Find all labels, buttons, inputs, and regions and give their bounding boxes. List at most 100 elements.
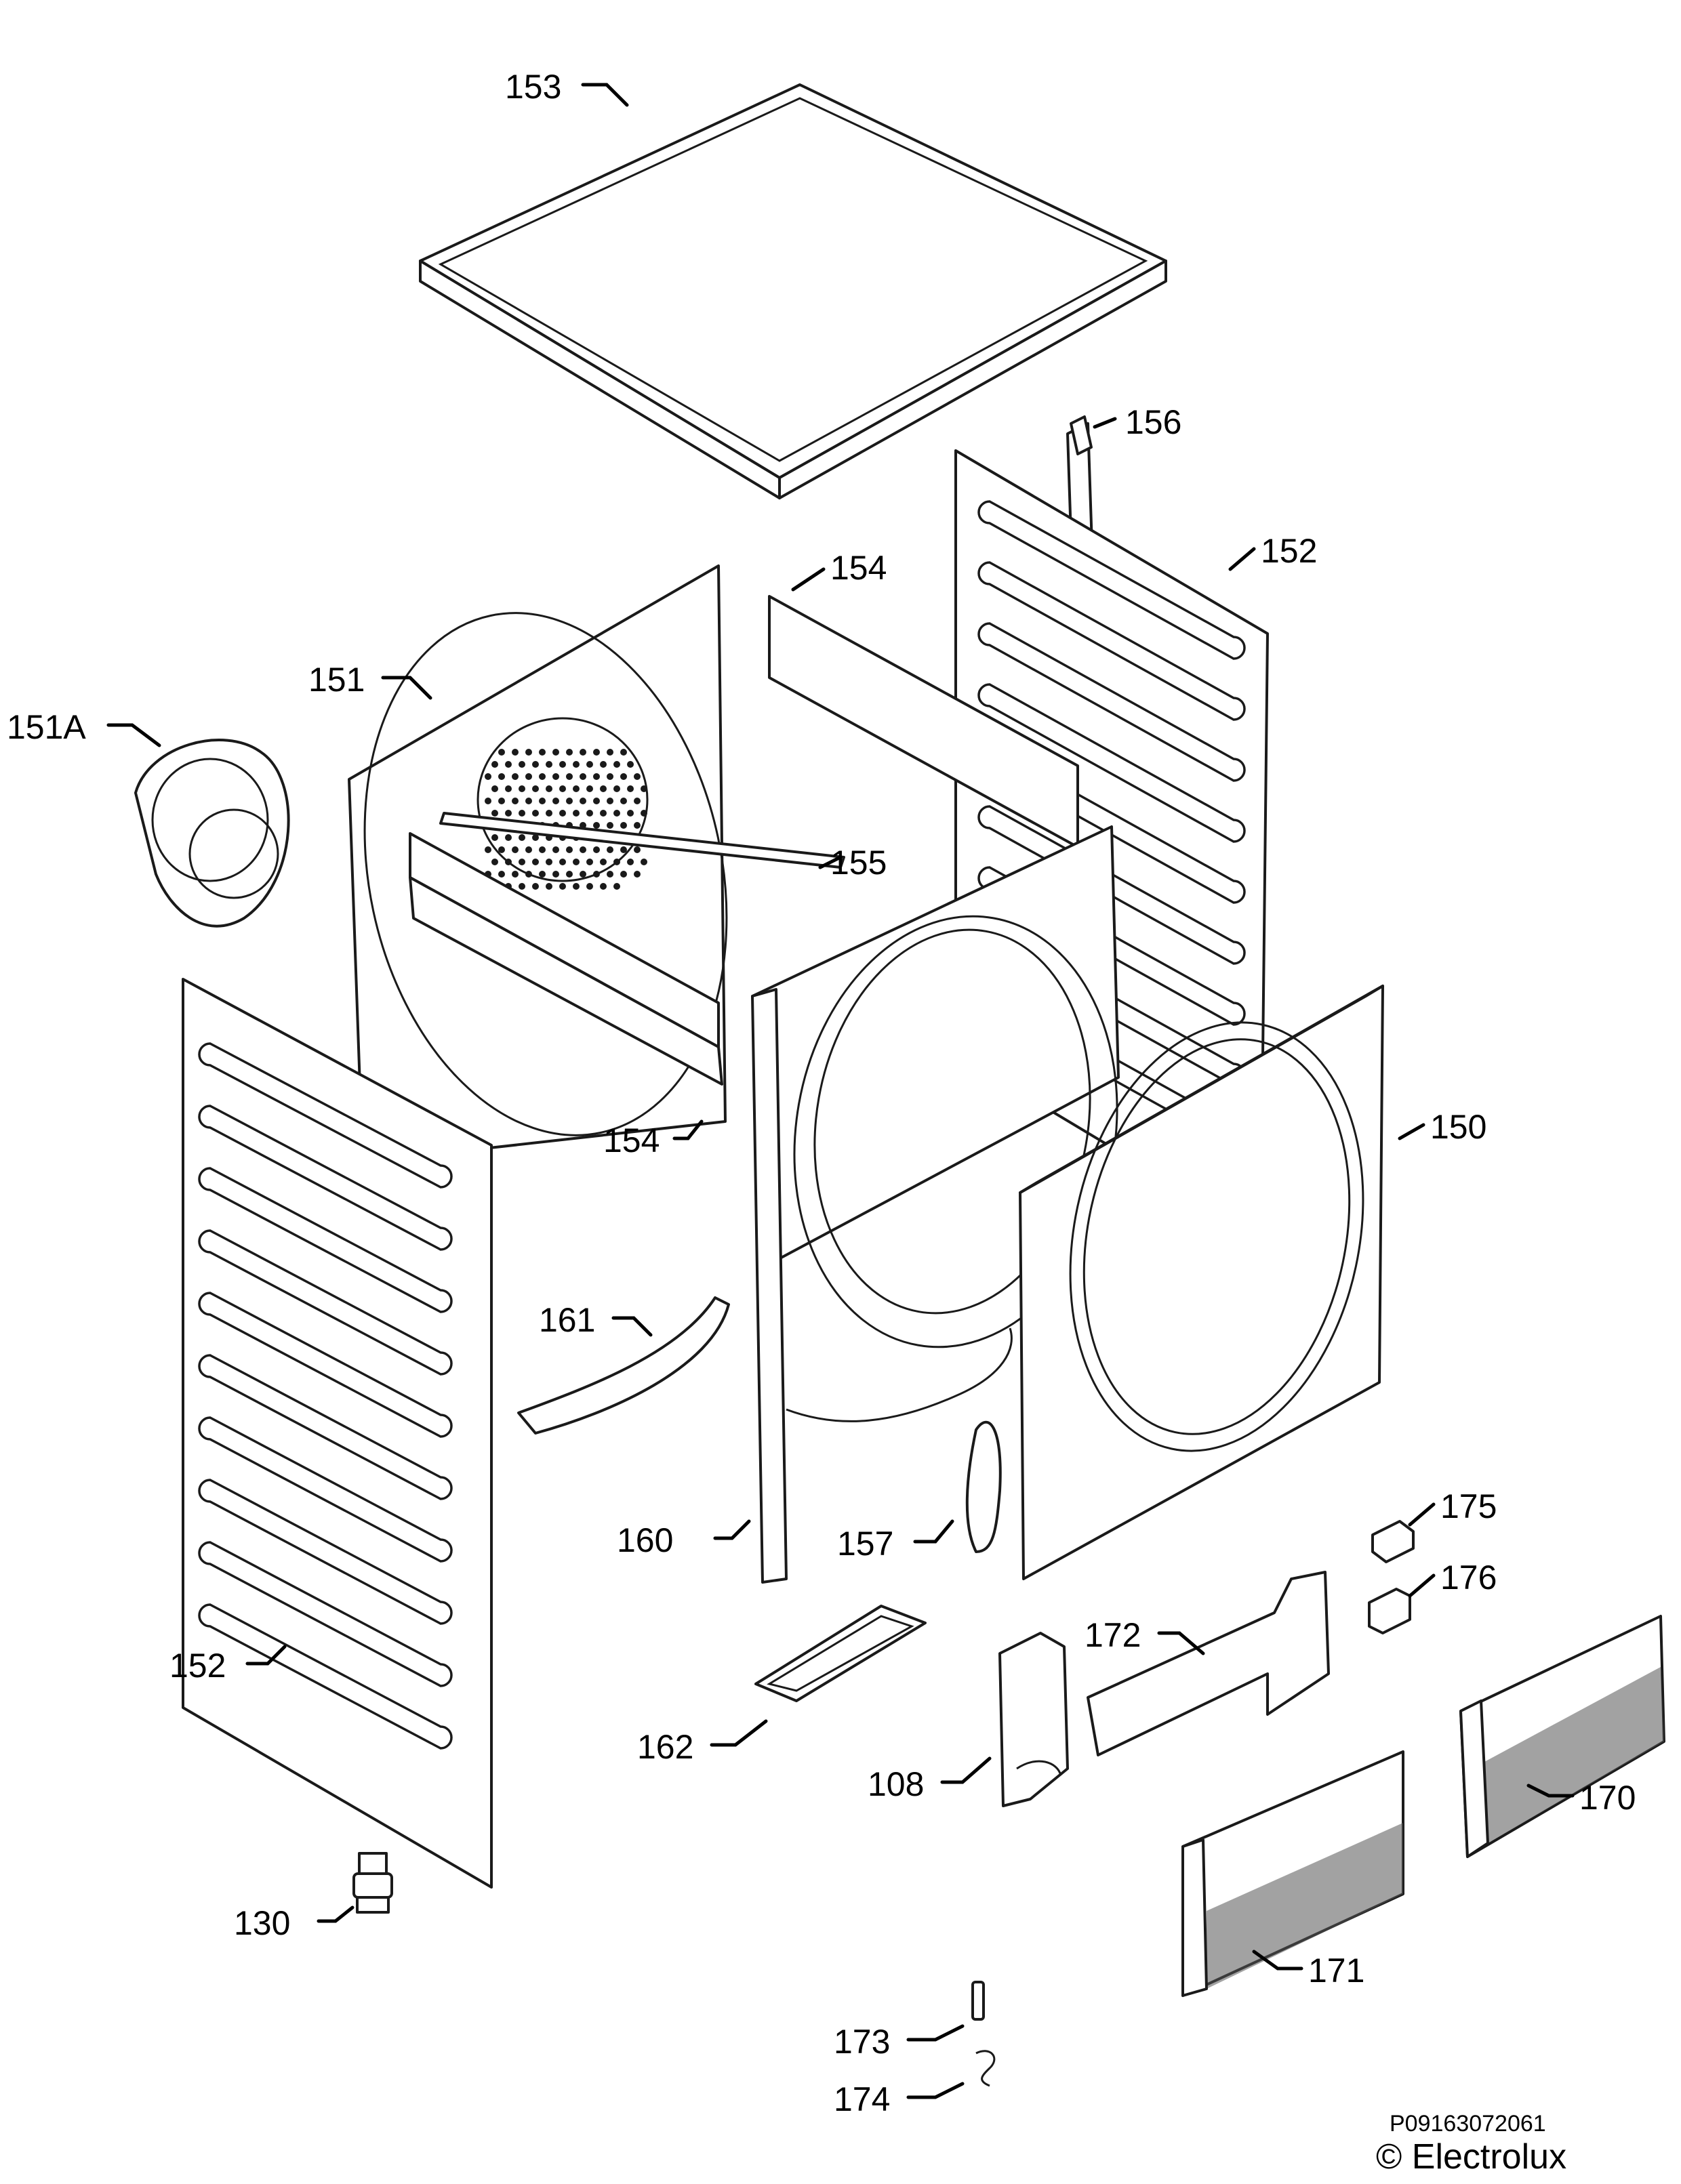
perforation-hole <box>539 846 546 853</box>
perforation-hole <box>600 883 607 890</box>
perforation-hole <box>552 749 559 756</box>
label-150: 150 <box>1430 1108 1486 1146</box>
perforation-hole <box>641 810 647 817</box>
perforation-hole <box>505 761 512 768</box>
perforation-hole <box>491 834 498 841</box>
perforation-hole <box>552 846 559 853</box>
perforation-hole <box>586 810 593 817</box>
perforation-hole <box>532 761 539 768</box>
perforation-hole <box>559 785 566 792</box>
perforation-hole <box>559 810 566 817</box>
part-174-spring <box>975 2050 996 2087</box>
perforation-hole <box>552 798 559 804</box>
label-161: 161 <box>539 1301 595 1339</box>
label-154-upper: 154 <box>830 549 887 587</box>
leader-lines <box>106 83 1575 2099</box>
perforation-hole <box>498 749 505 756</box>
perforation-hole <box>532 883 539 890</box>
perforation-hole <box>498 773 505 780</box>
perforation-hole <box>525 846 532 853</box>
perforation-hole <box>634 822 641 829</box>
part-155-strip <box>439 812 845 869</box>
part-171-kick-panel <box>1181 1750 1404 1997</box>
label-172: 172 <box>1085 1616 1141 1654</box>
perforation-hole <box>566 846 573 853</box>
perforation-hole <box>505 859 512 865</box>
perforation-hole <box>613 761 620 768</box>
perforation-hole <box>552 871 559 878</box>
perforation-hole <box>491 859 498 865</box>
perforation-hole <box>539 749 546 756</box>
perforation-hole <box>613 859 620 865</box>
perforation-hole <box>559 761 566 768</box>
label-152-right: 152 <box>1261 532 1317 570</box>
label-160: 160 <box>617 1521 673 1559</box>
panel-slot <box>198 1105 453 1251</box>
perforation-hole <box>491 810 498 817</box>
part-151-rear-panel <box>348 564 728 1163</box>
part-173-pin <box>971 1981 985 2021</box>
perforation-hole <box>593 871 600 878</box>
label-108: 108 <box>868 1765 924 1803</box>
label-153: 153 <box>505 68 561 106</box>
perforation-hole <box>593 846 600 853</box>
perforation-hole <box>505 810 512 817</box>
perforation-hole <box>620 846 627 853</box>
perforation-hole <box>627 810 634 817</box>
perforation-hole <box>485 798 491 804</box>
perforation-hole <box>593 822 600 829</box>
panel-slot <box>977 561 1246 721</box>
perforation-hole <box>573 859 580 865</box>
perforation-hole <box>532 785 539 792</box>
perforation-hole <box>586 761 593 768</box>
perforation-hole <box>525 871 532 878</box>
perforation-hole <box>485 846 491 853</box>
part-108-holder <box>998 1632 1069 1807</box>
perforation-hole <box>607 749 613 756</box>
label-174: 174 <box>834 2080 890 2118</box>
perforation-hole <box>607 773 613 780</box>
perforation-hole <box>546 883 552 890</box>
footer: P09163072061 © Electrolux <box>1376 2111 1566 2177</box>
perforation-hole <box>620 798 627 804</box>
perforation-hole <box>600 761 607 768</box>
perforation-hole <box>600 785 607 792</box>
label-171: 171 <box>1308 1952 1364 1990</box>
perforation-hole <box>580 749 586 756</box>
panel-slot <box>198 1479 453 1625</box>
perforation-hole <box>600 810 607 817</box>
perforation-hole <box>491 785 498 792</box>
perforation-hole <box>519 834 525 841</box>
label-155: 155 <box>830 844 887 882</box>
label-162: 162 <box>637 1728 693 1766</box>
perforation-hole <box>566 871 573 878</box>
panel-slot <box>977 683 1246 843</box>
perforation-hole <box>491 761 498 768</box>
perforation-hole <box>641 859 647 865</box>
perforation-hole <box>566 773 573 780</box>
perforation-hole <box>613 883 620 890</box>
perforation-hole <box>525 773 532 780</box>
perforation-hole <box>546 810 552 817</box>
perforation-hole <box>627 761 634 768</box>
label-151A: 151A <box>7 708 86 746</box>
perforation-hole <box>613 785 620 792</box>
perforation-hole <box>519 810 525 817</box>
part-150-front-panel <box>1019 985 1384 1580</box>
perforation-hole <box>620 871 627 878</box>
part-130-foot <box>352 1852 393 1914</box>
label-157: 157 <box>837 1525 893 1563</box>
perforation-hole <box>505 785 512 792</box>
part-153-top-cover <box>419 83 1167 499</box>
perforation-hole <box>620 749 627 756</box>
perforation-hole <box>512 798 519 804</box>
part-170-kick-panel <box>1459 1615 1665 1858</box>
perforation-hole <box>586 785 593 792</box>
perforation-hole <box>580 871 586 878</box>
footer-code: P09163072061 <box>1390 2111 1546 2137</box>
perforation-hole <box>485 773 491 780</box>
part-157-seal <box>965 1420 1002 1553</box>
part-172-drawer-rail <box>1087 1571 1330 1756</box>
perforation-hole <box>559 883 566 890</box>
panel-slot <box>198 1167 453 1313</box>
